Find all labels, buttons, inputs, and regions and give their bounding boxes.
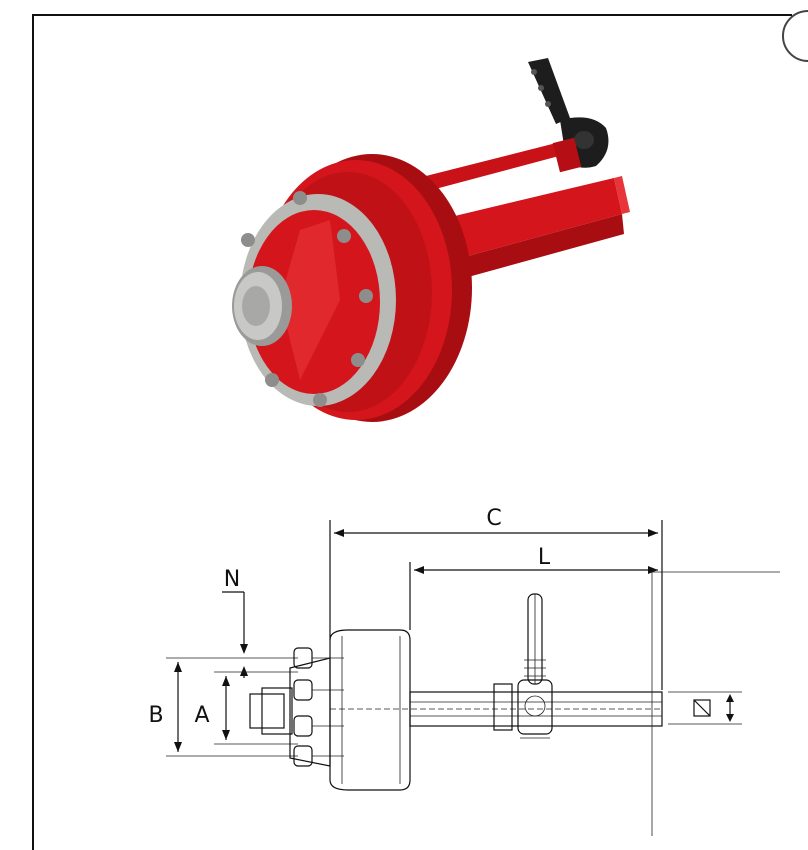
dimension-a-label: A (194, 703, 209, 728)
dimension-l (409, 562, 658, 630)
wheel-hub (237, 191, 396, 407)
square-section-dimension (668, 691, 742, 725)
hub-cap (232, 266, 292, 346)
dimension-l-label: L (538, 545, 551, 570)
dimension-n-label: N (224, 567, 240, 592)
dimension-b (166, 657, 298, 757)
dimension-b-label: B (148, 703, 163, 728)
camshaft-rod (418, 137, 582, 192)
dimension-c (329, 520, 663, 690)
square-section-icon (693, 699, 711, 717)
dimension-n (222, 591, 248, 678)
page-frame (32, 14, 792, 850)
drawing-brake-drum (329, 629, 411, 791)
dimension-c-label: C (486, 506, 501, 531)
drawing-axle-beam (330, 691, 663, 727)
axle-beam (438, 176, 630, 282)
drawing-brake-lever (493, 593, 553, 739)
dimension-a (214, 671, 298, 745)
drawing-hub (249, 647, 344, 767)
